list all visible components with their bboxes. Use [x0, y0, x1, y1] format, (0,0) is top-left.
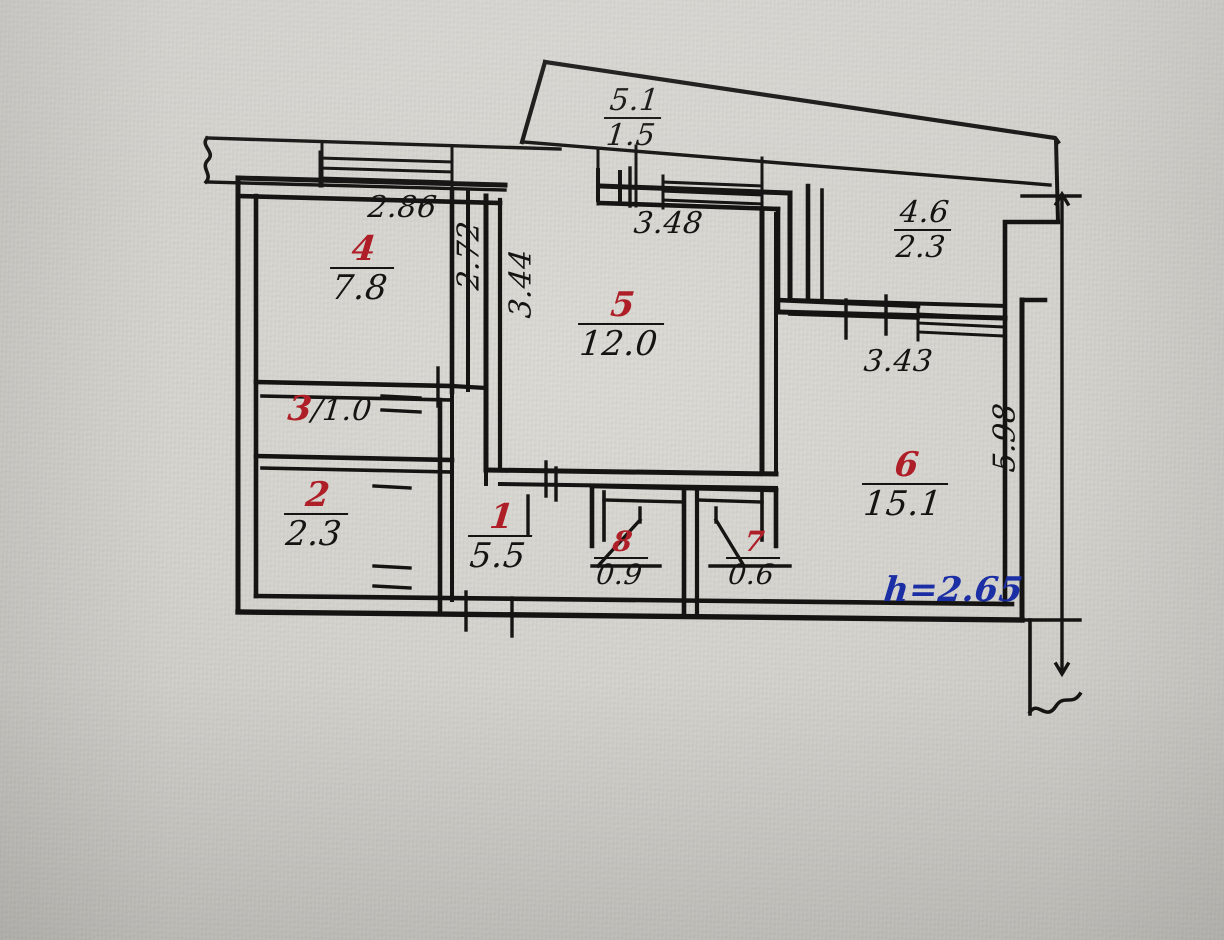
room-1-number: 1	[487, 497, 517, 537]
dimension-right-upper-wall-sub: 2.3	[890, 229, 952, 265]
window-room6	[916, 306, 1007, 342]
room-5-area: 12.0	[574, 323, 664, 364]
dimension-room4-depth: 2.72	[451, 219, 487, 292]
exterior-wall-top-left-inner	[235, 193, 503, 206]
door-swing-room8	[595, 517, 643, 569]
room-8-label: 8 0.9	[590, 525, 651, 591]
exterior-wall-right-step	[1002, 219, 1061, 321]
room-4-area: 7.8	[326, 267, 394, 308]
bath-block-top-inner	[602, 498, 686, 504]
room-7-label: 7 0.6	[722, 525, 783, 591]
room-2-number: 2	[303, 475, 333, 515]
door-swing-room7	[713, 517, 747, 569]
room-6-label: 6 15.1	[858, 445, 951, 524]
break-symbol-bottom-right	[1027, 691, 1083, 715]
room-4-label: 4 7.8	[326, 229, 397, 308]
room-7-number: 7	[743, 525, 767, 558]
dimension-witness-lines	[320, 140, 764, 214]
dimension-right-upper-wall: 4.6	[898, 195, 951, 230]
room-5-label: 5 12.0	[574, 285, 667, 364]
room-7-area: 0.6	[722, 557, 781, 591]
dimension-right-total-height: 5.98	[987, 401, 1023, 474]
interior-wall-room5-bottom	[483, 467, 779, 477]
interior-wall-room3-bottom-b	[260, 466, 454, 474]
balcony-left-edge	[519, 59, 548, 145]
room-2-area: 2.3	[280, 513, 348, 554]
balcony-area-label: 5.1 1.5	[600, 83, 665, 153]
interior-wall-hall-right-top	[775, 297, 921, 309]
room-3-area: 1.0	[320, 393, 374, 428]
dimension-line-top-inner	[205, 180, 507, 192]
exterior-wall-bottom-outer	[235, 609, 1025, 623]
balcony-door-reveal	[596, 184, 622, 189]
bath-block-top-inner2	[695, 498, 764, 504]
room-4-number: 4	[349, 229, 379, 269]
room-5-number: 5	[608, 285, 638, 325]
break-symbol-top-left	[203, 135, 213, 185]
ceiling-height-note: h=2.65	[881, 570, 1026, 610]
balcony-right-drop	[1053, 137, 1061, 225]
interior-wall-room4-bottom	[253, 379, 455, 389]
dimension-top-mid-wall: 3.48	[632, 206, 705, 241]
interior-wall-room3-top-ext	[449, 383, 489, 391]
balcony-area: 1.5	[600, 117, 662, 153]
room-1-label: 1 5.5	[464, 497, 535, 576]
dimension-right-height	[1020, 190, 1082, 678]
window-room4	[318, 150, 454, 192]
interior-wall-room6-top	[775, 309, 1008, 321]
room-8-number: 8	[611, 525, 635, 558]
exterior-wall-top-left	[235, 175, 508, 188]
balcony-number: 5.1	[608, 83, 661, 118]
room-2-label: 2 2.3	[280, 475, 351, 554]
exterior-wall-bottom-inner	[253, 593, 1015, 607]
balcony-inner-line	[521, 140, 1052, 187]
dimension-line-top-outer	[205, 136, 562, 151]
dimension-room6-top-wall: 3.43	[862, 344, 935, 379]
room-6-area: 15.1	[858, 483, 948, 524]
dimension-right-upper-label: 4.6 2.3	[890, 195, 955, 265]
dimension-top-left-wall: 2.86	[366, 190, 439, 225]
room-8-area: 0.9	[590, 557, 649, 591]
room-1-area: 5.5	[464, 535, 532, 576]
interior-wall-room3-bottom	[253, 453, 455, 463]
dimension-room5-depth: 3.44	[503, 247, 539, 320]
room-6-number: 6	[892, 445, 922, 485]
room-3-label: 3 / 1.0	[286, 389, 374, 429]
